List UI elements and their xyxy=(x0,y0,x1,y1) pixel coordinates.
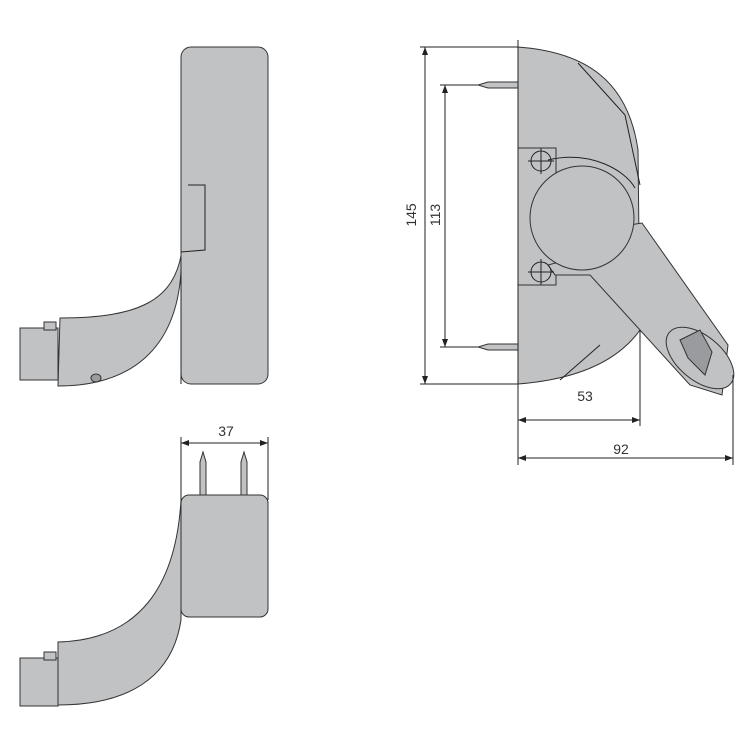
hub xyxy=(529,165,635,271)
screw-icon xyxy=(528,148,554,174)
connector-tab xyxy=(43,321,57,331)
connector-side xyxy=(19,327,59,381)
shield-icon xyxy=(679,329,713,376)
pin xyxy=(476,343,519,351)
dimension-screw-spacing-label: 113 xyxy=(427,204,443,227)
dimension-width-label: 37 xyxy=(218,423,234,439)
handle-arm-top xyxy=(57,499,182,706)
front-view: 145 113 53 92 xyxy=(403,40,735,465)
screw-icon xyxy=(90,373,102,383)
bracket-outline xyxy=(180,184,206,253)
dimension-bracket-depth-label: 53 xyxy=(577,388,593,404)
handle-arm-side xyxy=(57,157,189,387)
screw-icon xyxy=(528,259,554,285)
connector-top xyxy=(19,657,59,707)
side-view xyxy=(19,46,269,387)
dimension-total-depth-label: 92 xyxy=(613,441,629,457)
dimension-height-label: 145 xyxy=(403,203,419,227)
connector-tab xyxy=(43,651,57,661)
pins-top xyxy=(199,450,248,496)
pin xyxy=(476,81,519,89)
body-top xyxy=(180,494,269,618)
top-view: 37 xyxy=(19,423,269,707)
body-side xyxy=(180,46,269,385)
